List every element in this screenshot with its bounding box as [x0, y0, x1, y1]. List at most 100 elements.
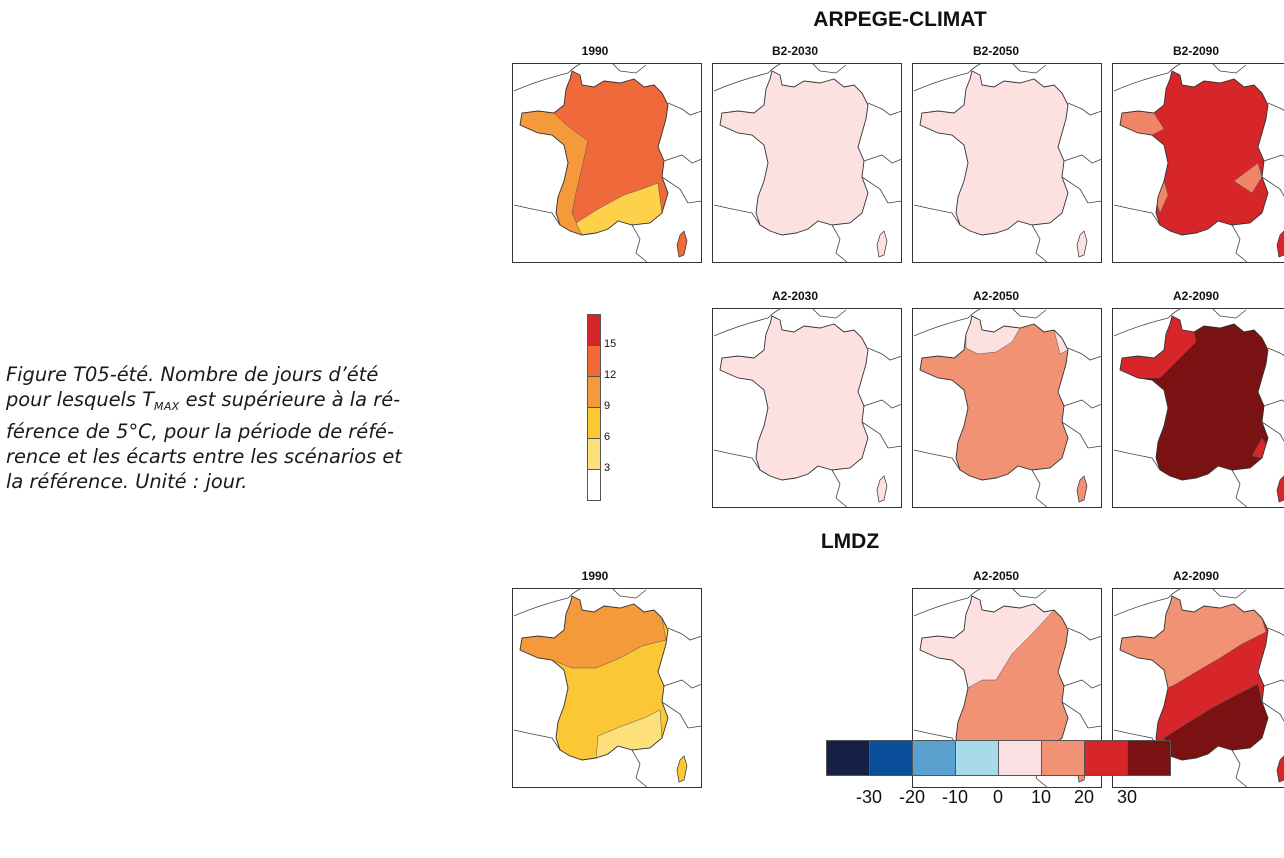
border-line [667, 102, 702, 116]
border-line [913, 63, 983, 92]
border-line [513, 204, 561, 226]
france-map [912, 63, 1102, 263]
border-line [1263, 679, 1284, 687]
colorbar-difference-tick: 30 [1116, 787, 1138, 807]
map-panel-arpege-a2-2090 [1112, 308, 1284, 508]
corsica [1276, 230, 1284, 258]
figure-caption: Figure T05-été. Nombre de jours d’été po… [6, 362, 512, 494]
section-title-lmdz: LMDZ [820, 530, 880, 553]
map-title-lmdz-a2-2090: A2-2090 [1172, 569, 1220, 583]
france-outline [719, 70, 869, 236]
border-line [631, 224, 649, 263]
corsica [1076, 230, 1088, 258]
border-line [1263, 399, 1284, 407]
colorbar-difference-cell [1084, 740, 1128, 776]
colorbar-difference-cell [869, 740, 913, 776]
colorbar-reference-tick: 9 [604, 400, 611, 412]
border-line [1031, 224, 1049, 263]
colorbar-difference-tick: 10 [1030, 787, 1052, 807]
border-line [661, 701, 702, 729]
border-line [1231, 224, 1249, 263]
map-panel-lmdz-1990 [512, 588, 702, 788]
france-fill [1120, 71, 1268, 235]
border-line [1067, 102, 1102, 116]
border-line [1011, 63, 1047, 74]
corsica [1276, 755, 1284, 783]
border-line [1113, 449, 1161, 471]
border-line [913, 449, 961, 471]
border-line [1061, 176, 1102, 204]
border-line [1063, 399, 1102, 409]
caption-line-4: rence et les écarts entre les scénarios … [6, 445, 402, 468]
france-fill [920, 316, 1068, 480]
border-line [1211, 63, 1247, 74]
colorbar-reference-cell [587, 314, 601, 346]
france-outline [1119, 70, 1269, 236]
map-panel-arpege-b2-2050 [912, 63, 1102, 263]
border-line [611, 63, 647, 74]
corsica [1076, 475, 1088, 503]
border-line [513, 729, 561, 751]
border-line [913, 588, 983, 617]
caption-line-5: la référence. Unité : jour. [6, 470, 248, 493]
france-map [912, 308, 1102, 508]
border-line [831, 224, 849, 263]
colorbar-reference: 15 12 9 6 3 [587, 314, 677, 504]
border-line [661, 176, 702, 204]
border-line [663, 679, 702, 689]
border-line [861, 176, 902, 204]
colorbar-difference: -30 -20 -10 0 10 20 30 [826, 740, 1206, 810]
border-line [861, 421, 902, 449]
border-line [1261, 421, 1284, 442]
france-fill [920, 71, 1068, 235]
border-line [913, 204, 961, 226]
border-line [513, 63, 583, 92]
border-line [1113, 588, 1183, 617]
border-line [713, 308, 783, 337]
map-title-arpege-b2-2090: B2-2090 [1172, 44, 1220, 58]
colorbar-difference-tick: 0 [992, 787, 1004, 807]
france-map [712, 63, 902, 263]
france-outline [1119, 315, 1269, 481]
colorbar-difference-cell [1041, 740, 1085, 776]
border-line [1267, 102, 1284, 111]
border-line [1067, 347, 1102, 361]
colorbar-difference-cell [912, 740, 956, 776]
colorbar-reference-tick: 6 [604, 431, 611, 443]
border-line [1263, 154, 1284, 162]
france-outline [519, 70, 669, 236]
colorbar-reference-cell [587, 376, 601, 408]
border-line [1063, 154, 1102, 164]
border-line [1267, 347, 1284, 356]
caption-line-2a: pour lesquels T [6, 388, 155, 411]
border-line [1261, 176, 1284, 197]
corsica [676, 755, 688, 783]
border-line [1231, 749, 1249, 788]
border-line [831, 469, 849, 508]
france-map [512, 63, 702, 263]
border-line [863, 154, 902, 164]
caption-line-2b: est supérieure à la ré- [179, 388, 401, 411]
france-map [512, 588, 702, 788]
border-line [867, 102, 902, 116]
colorbar-reference-cell [587, 469, 601, 501]
colorbar-difference-cell [1127, 740, 1171, 776]
map-title-arpege-a2-2030: A2-2030 [771, 289, 819, 303]
border-line [1067, 627, 1102, 641]
colorbar-reference-tick: 12 [604, 369, 617, 381]
corsica [876, 475, 888, 503]
caption-line-3: férence de 5°C, pour la période de réfé- [6, 420, 394, 443]
france-outline [919, 70, 1069, 236]
colorbar-reference-tick: 3 [604, 462, 611, 474]
map-panel-arpege-b2-2030 [712, 63, 902, 263]
caption-subscript: MAX [154, 400, 180, 413]
france-outline [719, 315, 869, 481]
border-line [713, 449, 761, 471]
border-line [1261, 701, 1284, 722]
france-outline [919, 315, 1069, 481]
border-line [863, 399, 902, 409]
border-line [867, 347, 902, 361]
border-line [811, 63, 847, 74]
map-title-lmdz-1990: 1990 [581, 569, 609, 583]
corsica [876, 230, 888, 258]
